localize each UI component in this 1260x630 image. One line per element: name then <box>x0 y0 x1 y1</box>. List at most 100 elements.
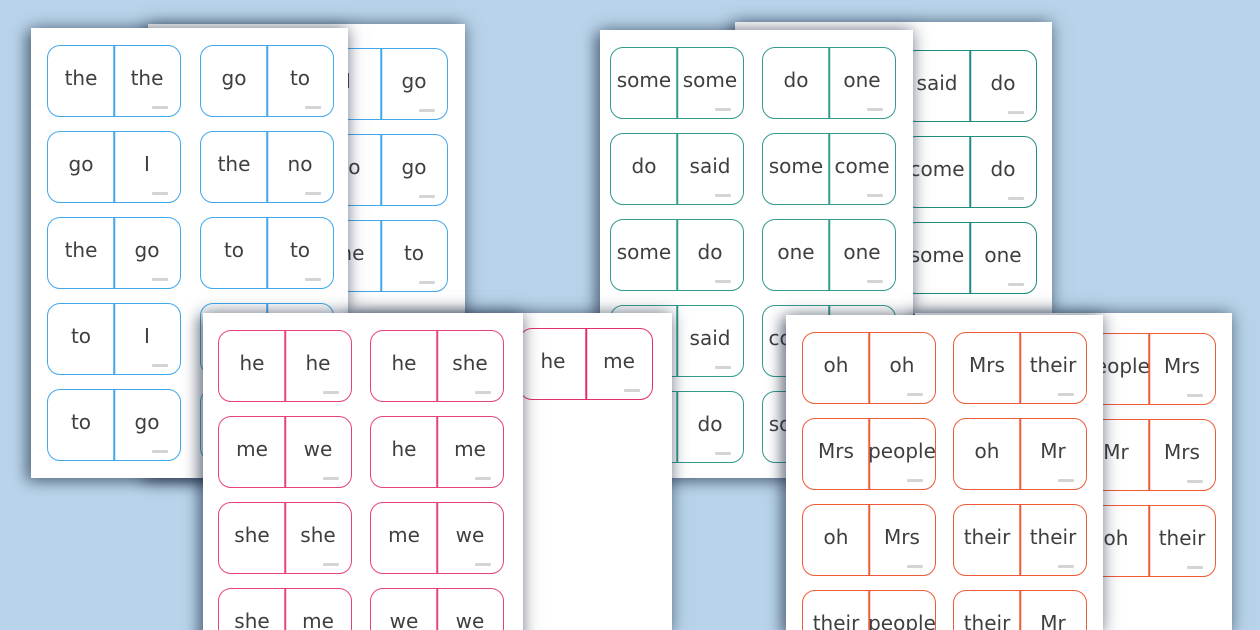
domino-divider <box>113 132 115 202</box>
watermark <box>323 563 339 566</box>
domino-left-word: she <box>234 523 270 547</box>
domino-right-word: said <box>689 154 731 178</box>
domino-left-word: one <box>777 240 815 264</box>
domino-divider <box>969 51 971 121</box>
domino-right-word: oh <box>889 353 915 377</box>
domino-right-word: one <box>843 240 881 264</box>
domino-left-word: their <box>963 611 1011 630</box>
domino-divider <box>113 46 115 116</box>
watermark <box>907 393 923 396</box>
domino-left-word: to <box>70 324 92 348</box>
watermark <box>867 194 883 197</box>
watermark <box>1187 480 1203 483</box>
domino-divider <box>266 132 268 202</box>
watermark <box>419 195 435 198</box>
domino-divider <box>676 306 678 376</box>
watermark <box>305 278 321 281</box>
domino-right-word: come <box>834 154 890 178</box>
watermark <box>1058 565 1074 568</box>
watermark <box>1058 479 1074 482</box>
domino-divider <box>284 417 286 487</box>
domino-left-word: oh <box>974 439 1000 463</box>
watermark <box>475 563 491 566</box>
domino-right-word: she <box>452 351 488 375</box>
domino-right-word: Mrs <box>1164 440 1200 464</box>
watermark <box>419 281 435 284</box>
watermark <box>715 108 731 111</box>
domino-right-word: people <box>868 611 936 630</box>
domino-left-word: the <box>64 238 98 262</box>
watermark <box>715 280 731 283</box>
domino-left-word: go <box>221 66 247 90</box>
domino-left-word: he <box>391 437 417 461</box>
domino-right-word: Mr <box>1040 439 1066 463</box>
domino-left-word: their <box>963 525 1011 549</box>
watermark <box>907 565 923 568</box>
domino-right-word: Mrs <box>1164 354 1200 378</box>
domino-right-word: no <box>287 152 313 176</box>
domino-right-word: he <box>305 351 331 375</box>
watermark <box>152 278 168 281</box>
domino-left-word: he <box>239 351 265 375</box>
domino-card: oh Mr <box>953 418 1087 490</box>
domino-divider <box>868 333 870 403</box>
domino-right-word: go <box>134 410 160 434</box>
domino-divider <box>284 589 286 630</box>
domino-card: one one <box>762 219 896 291</box>
domino-divider <box>676 220 678 290</box>
domino-divider <box>1019 419 1021 489</box>
domino-divider <box>1148 334 1150 404</box>
domino-left-word: she <box>234 609 270 630</box>
domino-left-word: to <box>223 238 245 262</box>
domino-divider <box>676 134 678 204</box>
domino-left-word: Mrs <box>818 439 854 463</box>
watermark <box>715 366 731 369</box>
domino-left-word: the <box>64 66 98 90</box>
domino-right-word: do <box>990 157 1016 181</box>
domino-left-word: Mrs <box>969 353 1005 377</box>
watermark <box>305 106 321 109</box>
domino-right-word: we <box>455 609 485 630</box>
domino-divider <box>113 304 115 374</box>
watermark <box>715 194 731 197</box>
domino-divider <box>436 417 438 487</box>
watermark <box>323 477 339 480</box>
watermark <box>305 192 321 195</box>
domino-right-word: we <box>455 523 485 547</box>
domino-card: he he <box>218 330 352 402</box>
domino-divider <box>284 331 286 401</box>
domino-divider <box>436 589 438 630</box>
domino-left-word: he <box>540 349 566 373</box>
domino-left-word: me <box>236 437 268 461</box>
domino-left-word: oh <box>823 353 849 377</box>
watermark <box>1187 394 1203 397</box>
domino-right-word: Mrs <box>884 525 920 549</box>
domino-right-word: I <box>144 152 150 176</box>
watermark <box>475 477 491 480</box>
watermark <box>152 450 168 453</box>
domino-left-word: go <box>68 152 94 176</box>
domino-divider <box>1148 506 1150 576</box>
domino-divider <box>113 218 115 288</box>
domino-divider <box>676 392 678 462</box>
watermark <box>475 391 491 394</box>
watermark <box>419 109 435 112</box>
domino-right-word: their <box>1029 525 1077 549</box>
domino-divider <box>436 503 438 573</box>
domino-divider <box>828 220 830 290</box>
